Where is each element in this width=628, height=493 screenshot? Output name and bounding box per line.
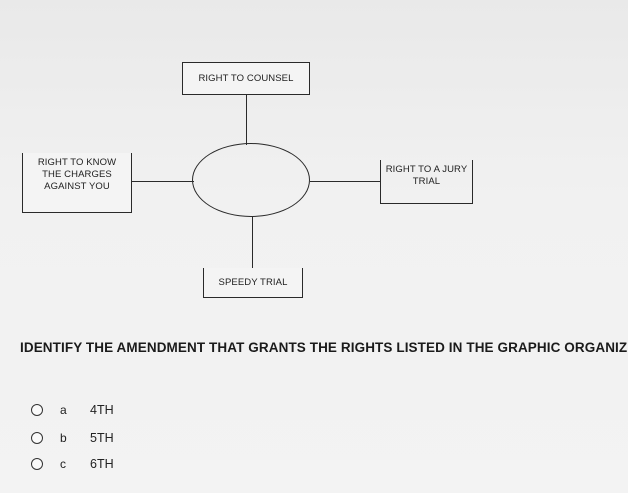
option-text-a: 4TH bbox=[90, 403, 114, 417]
option-text-b: 5TH bbox=[90, 431, 114, 445]
option-letter-a: a bbox=[60, 403, 67, 417]
radio-button-a[interactable] bbox=[31, 404, 43, 416]
organizer-box-left: RIGHT TO KNOW THE CHARGES AGAINST YOU bbox=[22, 153, 132, 213]
connector-bottom bbox=[252, 217, 254, 268]
organizer-label-bottom: SPEEDY TRIAL bbox=[218, 276, 288, 288]
organizer-right-line-1: RIGHT TO A JURY bbox=[385, 164, 468, 175]
option-letter-c: c bbox=[60, 457, 66, 471]
organizer-left-line-3: AGAINST YOU bbox=[44, 181, 110, 192]
option-text-c: 6TH bbox=[90, 457, 114, 471]
organizer-box-bottom: SPEEDY TRIAL bbox=[203, 268, 303, 298]
organizer-label-left: RIGHT TO KNOW THE CHARGES AGAINST YOU bbox=[38, 157, 116, 193]
option-letter-b: b bbox=[60, 431, 67, 445]
answer-option-b[interactable]: b 5TH bbox=[31, 429, 191, 447]
organizer-center-oval bbox=[192, 143, 310, 217]
organizer-left-line-2: THE CHARGES bbox=[42, 169, 112, 180]
connector-right bbox=[310, 181, 380, 183]
answer-option-a[interactable]: a 4TH bbox=[31, 401, 191, 419]
radio-button-b[interactable] bbox=[31, 432, 43, 444]
question-text: IDENTIFY THE AMENDMENT THAT GRANTS THE R… bbox=[20, 340, 628, 355]
organizer-left-line-1: RIGHT TO KNOW bbox=[37, 157, 117, 168]
connector-left bbox=[132, 181, 194, 183]
organizer-right-line-2: TRIAL bbox=[412, 176, 441, 187]
organizer-label-right: RIGHT TO A JURY TRIAL bbox=[386, 164, 468, 188]
answer-option-c[interactable]: c 6TH bbox=[31, 455, 191, 473]
radio-button-c[interactable] bbox=[31, 458, 43, 470]
organizer-box-right: RIGHT TO A JURY TRIAL bbox=[380, 160, 473, 204]
connector-top bbox=[246, 95, 248, 145]
organizer-box-top: RIGHT TO COUNSEL bbox=[182, 62, 310, 95]
organizer-label-top: RIGHT TO COUNSEL bbox=[198, 72, 294, 84]
